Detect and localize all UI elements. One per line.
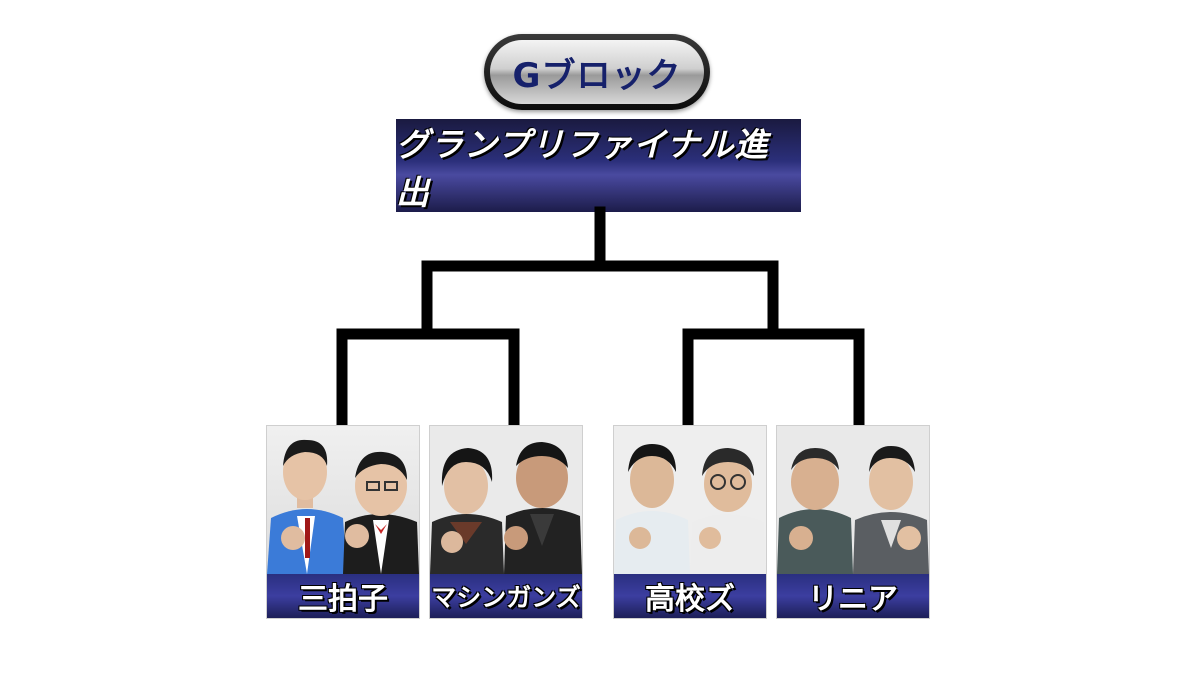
- block-label-pill: Gブロック: [484, 34, 710, 110]
- person-left: [777, 448, 853, 574]
- person-left: [267, 439, 347, 574]
- team-name-1: 三拍子: [298, 582, 388, 617]
- team-name-band-2: マシンガンズ: [430, 574, 582, 618]
- team-card-2[interactable]: マシンガンズ: [430, 426, 582, 618]
- team-name-band-1: 三拍子: [267, 574, 419, 618]
- block-label-inner: Gブロック: [490, 40, 704, 104]
- team-name-band-4: リニア: [777, 574, 929, 618]
- team-photo-4: [777, 426, 929, 574]
- block-label: Gブロック: [512, 55, 682, 96]
- team-card-4[interactable]: リニア: [777, 426, 929, 618]
- team-name-band-3: 高校ズ: [614, 574, 766, 618]
- team-photo-3: [614, 426, 766, 574]
- team-name-2: マシンガンズ: [431, 583, 581, 612]
- team-photo-1: [267, 426, 419, 574]
- person-left: [430, 448, 504, 574]
- team-name-4: リニア: [808, 582, 898, 617]
- team-name-3: 高校ズ: [645, 582, 735, 617]
- person-right: [690, 448, 766, 574]
- person-right: [504, 442, 582, 574]
- person-right: [853, 446, 929, 574]
- final-label: グランプリファイナル進出: [396, 124, 769, 212]
- team-card-1[interactable]: 三拍子: [267, 426, 419, 618]
- person-left: [614, 444, 690, 574]
- team-card-3[interactable]: 高校ズ: [614, 426, 766, 618]
- final-banner: グランプリファイナル進出: [396, 119, 801, 212]
- team-photo-2: [430, 426, 582, 574]
- person-right: [343, 451, 419, 574]
